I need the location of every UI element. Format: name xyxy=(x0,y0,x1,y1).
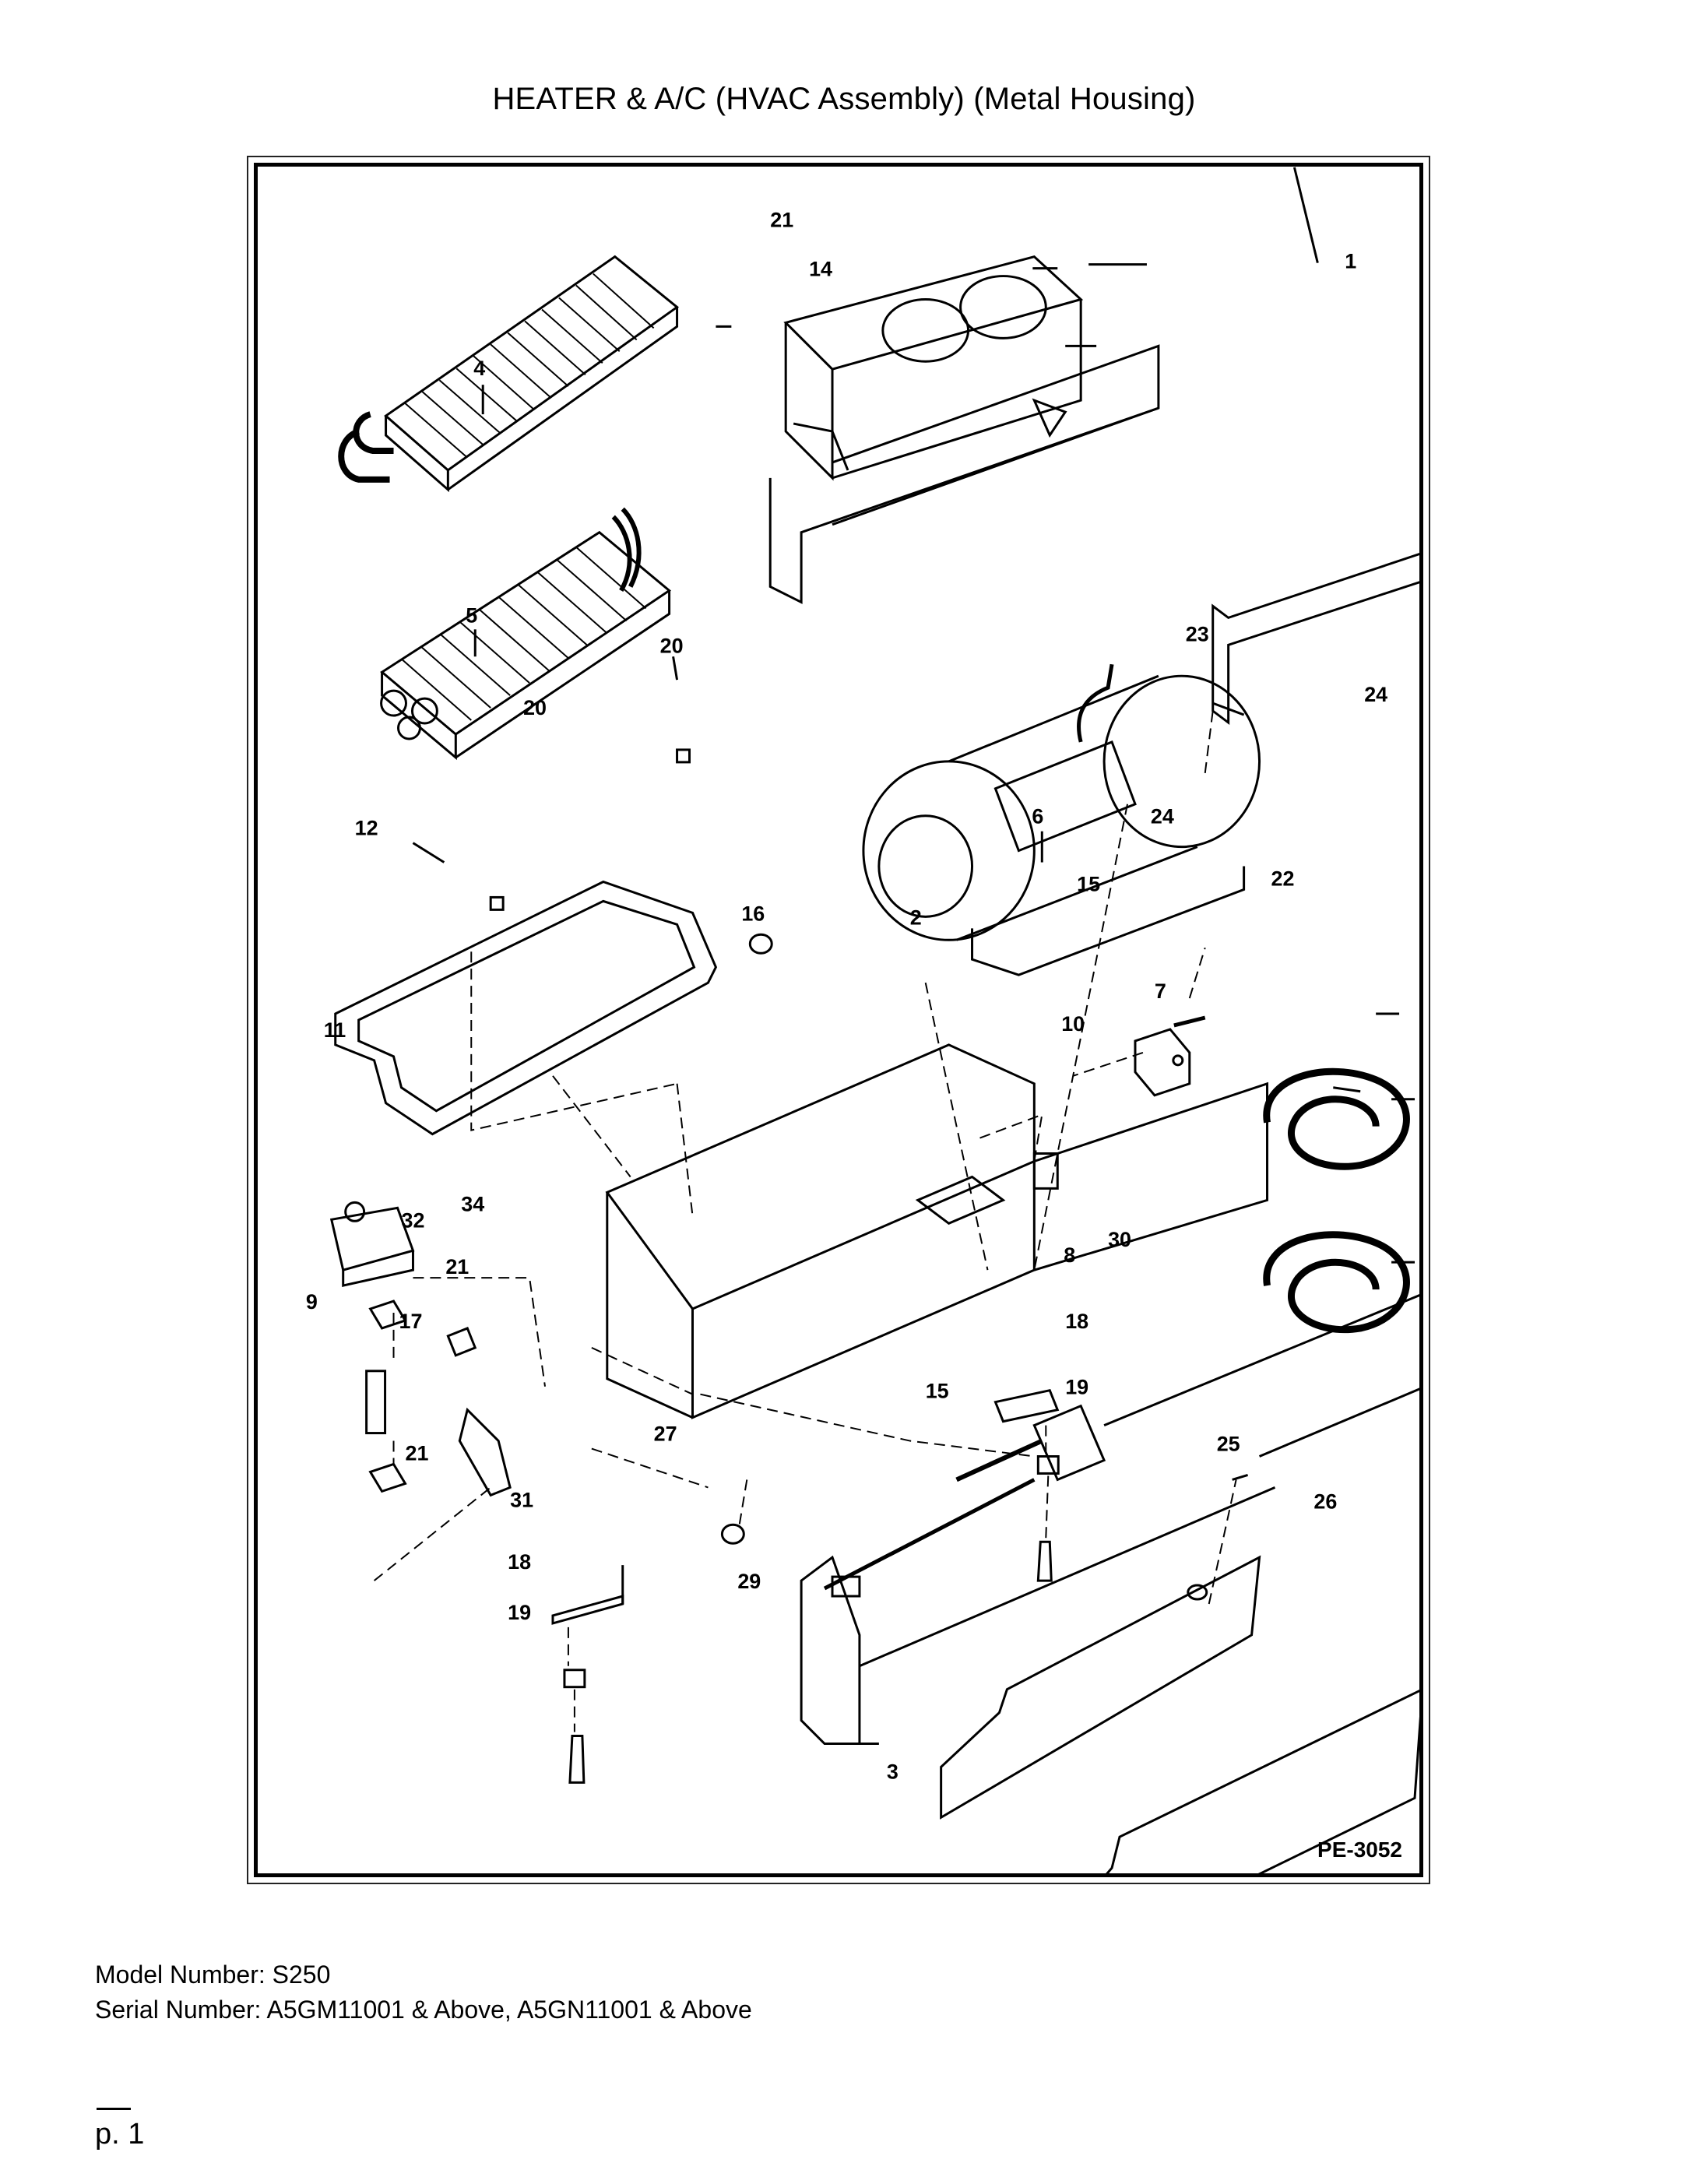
callout-27: 27 xyxy=(654,1423,677,1446)
callout-26: 26 xyxy=(1313,1489,1337,1513)
callout-16: 16 xyxy=(741,902,765,925)
housing-part-2 xyxy=(605,1043,1269,1419)
callout-21: 21 xyxy=(770,209,793,232)
callout-24: 24 xyxy=(1364,683,1387,706)
callout-22: 22 xyxy=(1271,867,1295,890)
hvac-assembly-part-1 xyxy=(768,255,1160,604)
grommet-part-27 xyxy=(720,1523,745,1545)
callout-19: 19 xyxy=(1065,1376,1088,1399)
footer-rule xyxy=(97,2108,131,2110)
actuator-part-8 xyxy=(823,1404,1106,1598)
callout-31: 31 xyxy=(510,1488,533,1511)
screw-part-26 xyxy=(1232,1474,1249,1481)
blower-part-6 xyxy=(862,663,1261,976)
seal-frame-part-12 xyxy=(334,880,718,1136)
cover-part-29 xyxy=(800,1294,1419,1746)
callout-9: 9 xyxy=(306,1290,318,1314)
callout-8: 8 xyxy=(1064,1243,1075,1267)
panel-part-28 xyxy=(1106,1689,1419,1873)
callout-6: 6 xyxy=(1032,805,1043,828)
callout-3: 3 xyxy=(887,1760,899,1783)
model-number: Model Number: S250 xyxy=(95,1961,331,1989)
hose-part-13 xyxy=(1263,1231,1410,1334)
grommet-part-16 xyxy=(748,933,773,955)
callout-18b: 18 xyxy=(508,1550,531,1574)
bracket-part-30 xyxy=(993,1388,1060,1423)
clamp-part-18 xyxy=(563,1669,586,1689)
page-title: HEATER & A/C (HVAC Assembly) (Metal Hous… xyxy=(492,82,1196,116)
callout-34: 34 xyxy=(461,1192,484,1215)
callout-21c: 21 xyxy=(405,1441,428,1465)
expansion-valve-part-7 xyxy=(1134,1028,1191,1097)
callout-29: 29 xyxy=(737,1570,761,1593)
screw-part-22 xyxy=(1173,1015,1206,1028)
valve-part-11 xyxy=(329,1201,415,1287)
exploded-parts-diagram: 1 2 3 4 5 6 7 8 9 10 11 12 13 14 15 15 1… xyxy=(306,167,1419,1873)
callout-25: 25 xyxy=(1217,1433,1240,1456)
page-number: p. 1 xyxy=(95,2118,145,2151)
callout-12: 12 xyxy=(355,817,378,840)
diagram-frame: 1 2 3 4 5 6 7 8 9 10 11 12 13 14 15 15 1… xyxy=(247,156,1430,1884)
callout-18: 18 xyxy=(1065,1310,1088,1333)
callout-2: 2 xyxy=(910,906,922,929)
bracket-part-14 xyxy=(1032,398,1067,438)
hose-part-33 xyxy=(1263,1067,1410,1170)
callout-30: 30 xyxy=(1108,1228,1131,1251)
panel-part-3 xyxy=(940,1555,1261,1820)
figure-code: PE-3052 xyxy=(1317,1838,1402,1862)
callout-32: 32 xyxy=(402,1208,425,1232)
heater-core-part-4 xyxy=(338,255,680,493)
callout-15b: 15 xyxy=(926,1380,949,1403)
bracket-part-23 xyxy=(1211,553,1419,726)
clamp-part-9b xyxy=(368,1462,407,1493)
callout-17: 17 xyxy=(399,1310,423,1333)
callout-5: 5 xyxy=(466,603,477,627)
bracket-part-10 xyxy=(1032,1152,1059,1190)
clamp-part-18b xyxy=(1036,1455,1060,1475)
sleeve-part-32 xyxy=(365,1370,387,1435)
callout-15: 15 xyxy=(1077,872,1100,895)
callout-numbers: 1 2 3 4 5 6 7 8 9 10 11 12 13 14 15 15 1… xyxy=(306,209,1387,1784)
grommet-part-20b xyxy=(489,895,505,911)
callout-23: 23 xyxy=(1186,622,1209,645)
sleeve-part-19b xyxy=(1036,1540,1053,1582)
callout-24b: 24 xyxy=(1151,805,1174,828)
sleeve-part-19 xyxy=(568,1735,586,1784)
callout-14: 14 xyxy=(809,258,832,281)
callout-19b: 19 xyxy=(508,1601,531,1624)
serial-number: Serial Number: A5GM11001 & Above, A5GN11… xyxy=(95,1996,752,2024)
diagram-border: 1 2 3 4 5 6 7 8 9 10 11 12 13 14 15 15 1… xyxy=(254,163,1423,1877)
grommet-part-20a xyxy=(676,748,691,764)
callout-11: 11 xyxy=(324,1018,346,1042)
callout-1: 1 xyxy=(1345,250,1356,273)
callout-20: 20 xyxy=(660,634,684,657)
callout-21b: 21 xyxy=(445,1255,469,1278)
bracket-part-31 xyxy=(551,1595,624,1625)
clamp-part-9a xyxy=(368,1299,407,1330)
callout-4: 4 xyxy=(473,357,485,380)
callout-10: 10 xyxy=(1061,1012,1085,1036)
callout-7: 7 xyxy=(1155,979,1166,1003)
bracket-part-17 xyxy=(458,1407,512,1497)
callout-20b: 20 xyxy=(523,696,547,719)
bracket-part-34 xyxy=(446,1326,477,1357)
evaporator-part-5 xyxy=(380,507,672,761)
washer-part-25 xyxy=(1187,1584,1208,1601)
